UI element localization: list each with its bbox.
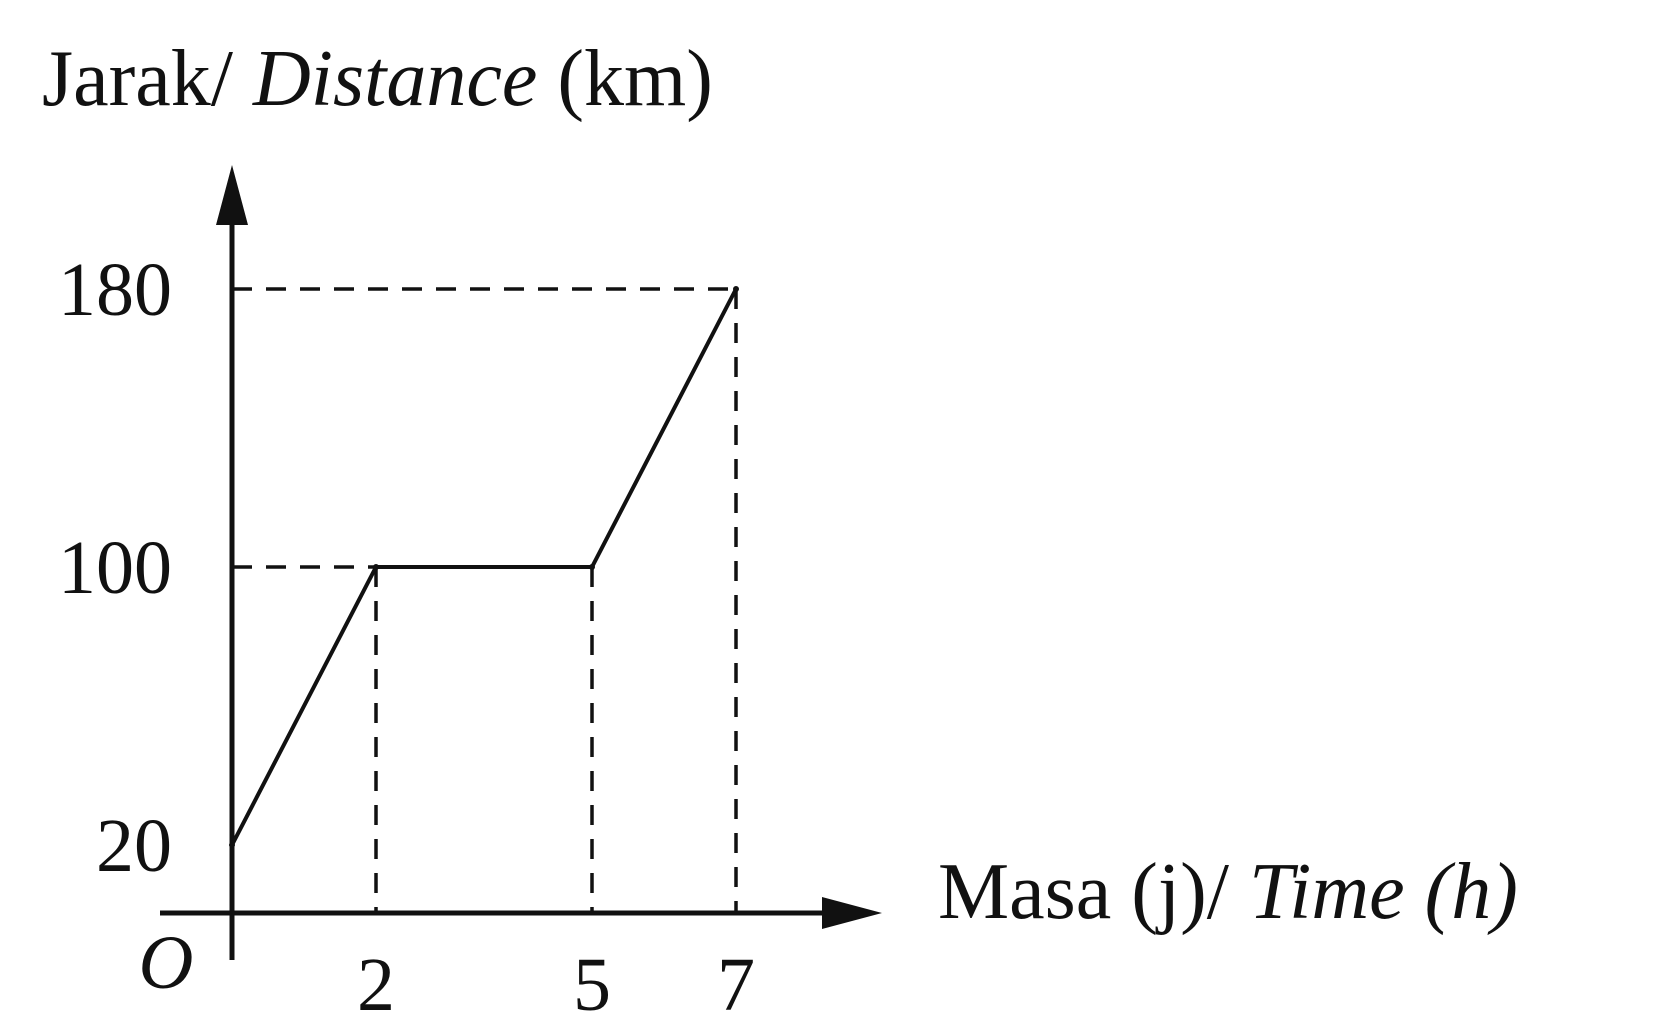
x-axis-label: Masa (j)/ Time (h) xyxy=(938,848,1518,936)
guide-lines xyxy=(232,287,738,913)
origin-label: O xyxy=(139,921,194,1005)
data-point xyxy=(229,842,235,848)
y-tick-label: 20 xyxy=(96,804,172,888)
y-axis-arrow-icon xyxy=(216,165,248,225)
data-point xyxy=(733,286,739,292)
y-axis-label-unit: (km) xyxy=(537,35,713,123)
x-axis-label-italic: Time (h) xyxy=(1249,848,1518,936)
x-tick-label: 7 xyxy=(717,943,755,1017)
x-tick-label: 5 xyxy=(573,943,611,1017)
series-line xyxy=(230,288,738,846)
series-group xyxy=(229,286,739,848)
data-point xyxy=(373,564,379,570)
data-point xyxy=(589,564,595,570)
y-tick-label: 180 xyxy=(58,248,172,332)
y-axis-label: Jarak/ Distance (km) xyxy=(42,35,713,123)
y-axis-label-main: Jarak/ xyxy=(42,35,253,123)
y-tick-label: 100 xyxy=(58,526,172,610)
y-axis-label-italic: Distance xyxy=(252,35,537,123)
x-tick-label: 2 xyxy=(357,943,395,1017)
tick-labels: 2 5 7 20 100 180 xyxy=(58,248,755,1022)
x-axis-arrow-icon xyxy=(822,897,882,929)
x-axis-label-main: Masa (j)/ xyxy=(938,848,1249,936)
